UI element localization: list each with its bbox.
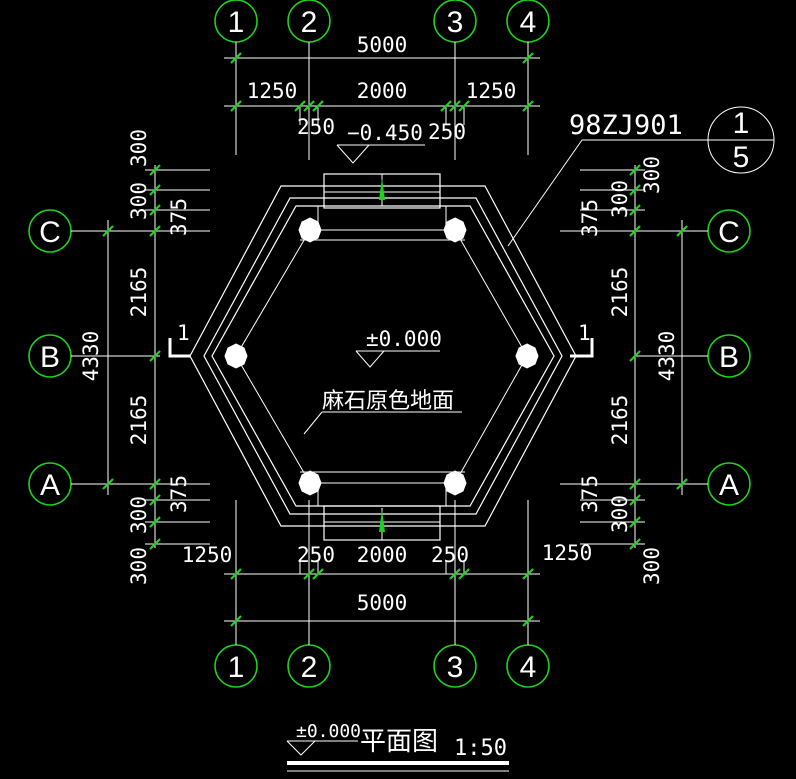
dim-text: 250 xyxy=(428,120,466,144)
axis-label: 2 xyxy=(301,651,318,684)
dim-text: 300 xyxy=(640,547,664,585)
dim-text: 2000 xyxy=(357,79,408,103)
elevation-floor: ±0.000 xyxy=(355,327,442,368)
column xyxy=(515,343,539,369)
axis-label: A xyxy=(719,469,739,502)
axis-bubble-bottom-3: 3 xyxy=(433,644,477,688)
axis-label: 3 xyxy=(447,651,464,684)
dim-text: 1250 xyxy=(247,79,298,103)
axis-bubble-top-4: 4 xyxy=(506,0,550,43)
dim-text: 300 xyxy=(127,496,151,534)
top-step xyxy=(323,173,441,209)
bottom-step xyxy=(323,505,441,541)
axis-bubble-left-A: A xyxy=(28,462,72,506)
dim-text: 1250 xyxy=(466,79,517,103)
axis-bubble-right-C: C xyxy=(707,209,751,253)
axis-label: C xyxy=(718,216,740,249)
dim-text: 5000 xyxy=(357,33,408,57)
dim-text: 375 xyxy=(578,199,602,237)
axis-label: 2 xyxy=(301,6,318,39)
drawing-title: ±0.000 平面图 1:50 xyxy=(286,721,509,772)
dim-text: 1250 xyxy=(182,543,233,567)
section-mark-right: 1 xyxy=(570,321,594,358)
reference-detail: 98ZJ901 1 5 xyxy=(507,106,775,247)
axis-label: A xyxy=(40,469,60,502)
hexagon-column-line xyxy=(235,229,528,484)
axis-label: C xyxy=(39,216,61,249)
axis-label: B xyxy=(40,341,60,374)
title-scale: 1:50 xyxy=(454,736,507,761)
axis-label: 1 xyxy=(228,6,245,39)
hexagon-step-edge-2 xyxy=(211,205,555,507)
axis-bubble-top-1: 1 xyxy=(214,0,258,43)
title-name: 平面图 xyxy=(360,727,438,757)
left-dimensions: 300 300 375 2165 4330 2165 375 300 300 xyxy=(79,129,210,585)
columns xyxy=(224,217,539,496)
axis-bubble-bottom-2: 2 xyxy=(287,644,331,688)
axis-bubble-bottom-1: 1 xyxy=(214,644,258,688)
axis-bubble-right-A: A xyxy=(707,462,751,506)
elevation-text: ±0.000 xyxy=(366,327,442,351)
axis-bubble-left-C: C xyxy=(28,209,72,253)
column xyxy=(224,343,248,369)
axis-label: 4 xyxy=(520,651,537,684)
axis-label: 4 xyxy=(520,6,537,39)
title-elevation: ±0.000 xyxy=(296,721,361,742)
dim-text: 375 xyxy=(167,475,191,513)
reference-sheet-number: 5 xyxy=(733,141,750,174)
column xyxy=(298,217,322,243)
dim-text: 2165 xyxy=(127,267,151,318)
dim-text: 1250 xyxy=(542,541,593,565)
dim-text: 250 xyxy=(297,543,335,567)
section-mark-text: 1 xyxy=(578,321,591,345)
dim-text: 5000 xyxy=(357,591,408,615)
dim-text: 2165 xyxy=(608,267,632,318)
elevation-text: −0.450 xyxy=(347,121,423,145)
column xyxy=(443,217,467,243)
reference-code: 98ZJ901 xyxy=(569,110,683,141)
hexagon-plan xyxy=(189,173,577,541)
dim-text: 4330 xyxy=(655,331,679,382)
bottom-dimensions: 1250 250 2000 250 1250 5000 xyxy=(182,541,593,627)
axis-bubble-left-B: B xyxy=(28,334,72,378)
column xyxy=(298,470,322,496)
dim-text: 2000 xyxy=(357,543,408,567)
axis-bubble-top-2: 2 xyxy=(287,0,331,43)
dim-text: 300 xyxy=(608,495,632,533)
top-dimensions: 5000 1250 2000 1250 250 250 xyxy=(224,33,540,144)
reference-detail-number: 1 xyxy=(733,107,750,140)
dim-text: 300 xyxy=(640,156,664,194)
axis-label: 1 xyxy=(228,651,245,684)
floor-note: 麻石原色地面 xyxy=(303,389,462,435)
floor-note-text: 麻石原色地面 xyxy=(322,389,454,414)
axis-bubble-right-B: B xyxy=(707,334,751,378)
title-underline-thick xyxy=(287,761,509,765)
section-mark-left: 1 xyxy=(168,321,190,358)
dim-text: 2165 xyxy=(608,395,632,446)
dim-text: 300 xyxy=(127,129,151,167)
dim-text: 300 xyxy=(608,180,632,218)
right-dimensions: 300 300 375 2165 4330 2165 375 300 300 xyxy=(578,156,688,585)
axis-label: 3 xyxy=(447,6,464,39)
dim-text: 2165 xyxy=(127,395,151,446)
axis-label: B xyxy=(719,341,739,374)
section-mark-text: 1 xyxy=(177,321,190,345)
dim-text: 375 xyxy=(167,198,191,236)
dim-text: 250 xyxy=(431,543,469,567)
dim-text: 4330 xyxy=(79,331,103,382)
column xyxy=(443,470,467,496)
elevation-step: −0.450 xyxy=(336,121,425,164)
hexagon-step-edge xyxy=(203,197,563,515)
dim-text: 300 xyxy=(127,182,151,220)
dim-text: 250 xyxy=(297,115,335,139)
dim-text: 300 xyxy=(127,547,151,585)
dim-text: 375 xyxy=(578,475,602,513)
axis-bubble-top-3: 3 xyxy=(433,0,477,43)
axis-bubble-bottom-4: 4 xyxy=(506,644,550,688)
